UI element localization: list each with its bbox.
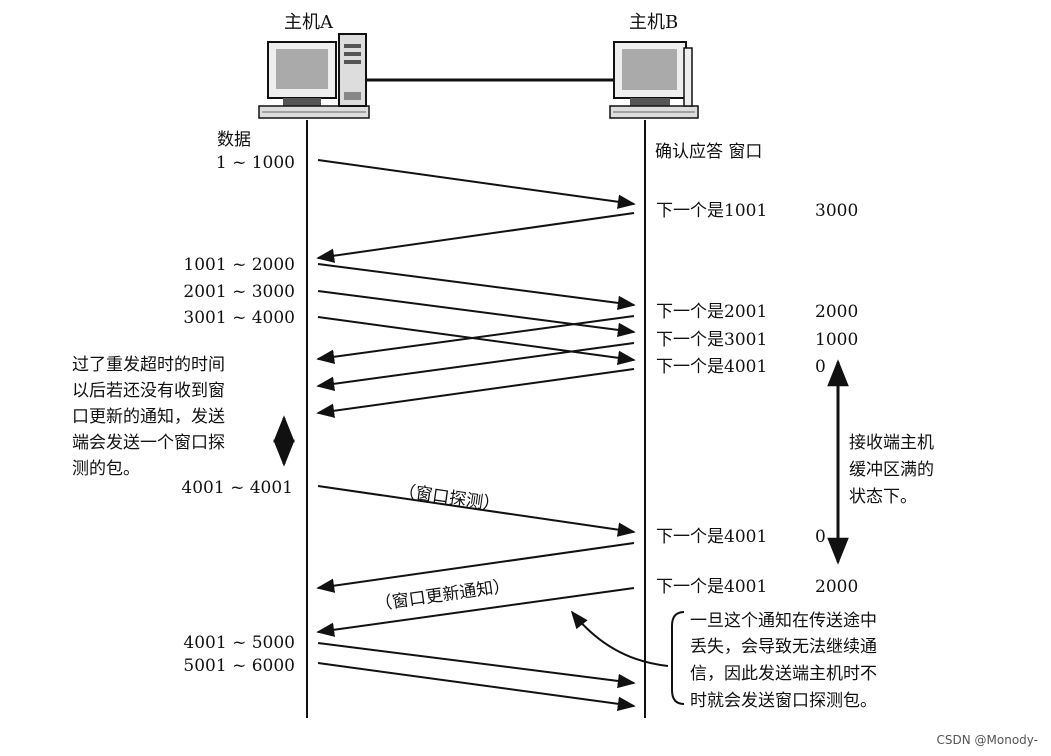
host-b-label: 主机B <box>629 12 678 33</box>
timeout-note-line-5: 测的包。 <box>72 459 140 479</box>
timeout-note-line-1: 过了重发超时的时间 <box>72 355 225 375</box>
ack-label-4: 下一个是4001 <box>656 357 767 377</box>
timeout-note-line-4: 端会发送一个窗口探 <box>72 433 225 453</box>
window-label-5: 0 <box>815 527 826 547</box>
window-update-arrow <box>316 587 635 637</box>
segment-arrow-5 <box>317 642 636 689</box>
segment-arrow-3 <box>317 290 636 338</box>
loss-note: 一旦这个通知在传送途中 丢失，会导致无法继续通 信，因此发送端主机时不 时就会发… <box>690 611 877 711</box>
loss-note-line-2: 丢失，会导致无法继续通 <box>690 637 877 657</box>
loss-note-line-1: 一旦这个通知在传送途中 <box>690 611 877 631</box>
ack-arrow-3 <box>316 342 635 391</box>
host-a-computer-icon <box>258 33 370 119</box>
data-label-5: 4001 ~ 4001 <box>181 478 293 498</box>
host-a-label: 主机A <box>284 12 334 33</box>
window-label-4: 0 <box>815 357 826 377</box>
watermark: CSDN @Monody- <box>936 733 1038 747</box>
ack-arrow-5 <box>316 542 635 593</box>
buffer-full-note-line-1: 接收端主机 <box>849 433 934 453</box>
buffer-full-note: 接收端主机 缓冲区满的 状态下。 <box>849 433 934 507</box>
buffer-full-note-line-3: 状态下。 <box>849 487 917 507</box>
data-label-4: 3001 ~ 4000 <box>183 308 295 328</box>
tower-icon <box>338 33 367 107</box>
window-label-3: 1000 <box>815 330 858 350</box>
ack-label-3: 下一个是3001 <box>656 330 767 350</box>
data-label-2: 1001 ~ 2000 <box>183 255 295 275</box>
window-probe-label: （窗口探测） <box>397 481 501 515</box>
loss-note-brace <box>671 611 685 705</box>
ack-arrow-2 <box>316 315 635 364</box>
loss-note-line-4: 时就会发送窗口探测包。 <box>690 691 877 711</box>
window-update-label: （窗口更新通知） <box>374 576 511 615</box>
buffer-full-note-line-2: 缓冲区满的 <box>849 460 934 480</box>
host-b-computer-icon <box>609 41 699 119</box>
segment-arrow-6 <box>317 662 636 711</box>
host-b-header: 确认应答 窗口 <box>655 142 762 162</box>
ack-label-1: 下一个是1001 <box>656 201 767 221</box>
timeout-note-line-3: 口更新的通知，发送 <box>72 407 225 427</box>
window-probe-arrow <box>317 485 636 537</box>
window-label-6: 2000 <box>815 577 858 597</box>
host-a-header: 数据 <box>217 130 251 150</box>
ack-arrow-4 <box>316 368 635 418</box>
data-label-3: 2001 ~ 3000 <box>183 282 295 302</box>
ack-label-5: 下一个是4001 <box>656 527 767 547</box>
ack-arrow-1 <box>316 212 635 263</box>
loss-note-curve-arrow <box>570 610 669 667</box>
timeout-note-line-2: 以后若还没有收到窗 <box>72 381 225 401</box>
window-label-1: 3000 <box>815 201 858 221</box>
timeout-note: 过了重发超时的时间 以后若还没有收到窗 口更新的通知，发送 端会发送一个窗口探 … <box>72 355 225 479</box>
loss-note-line-3: 信，因此发送端主机时不 <box>690 664 877 684</box>
window-label-2: 2000 <box>815 302 858 322</box>
data-label-7: 5001 ~ 6000 <box>183 656 295 676</box>
data-label-6: 4001 ~ 5000 <box>183 633 295 653</box>
segment-arrow-1 <box>317 159 636 209</box>
segment-arrow-2 <box>317 263 636 311</box>
data-label-1: 1 ~ 1000 <box>216 153 295 173</box>
ack-label-2: 下一个是2001 <box>656 302 767 322</box>
ack-label-6: 下一个是4001 <box>656 577 767 597</box>
